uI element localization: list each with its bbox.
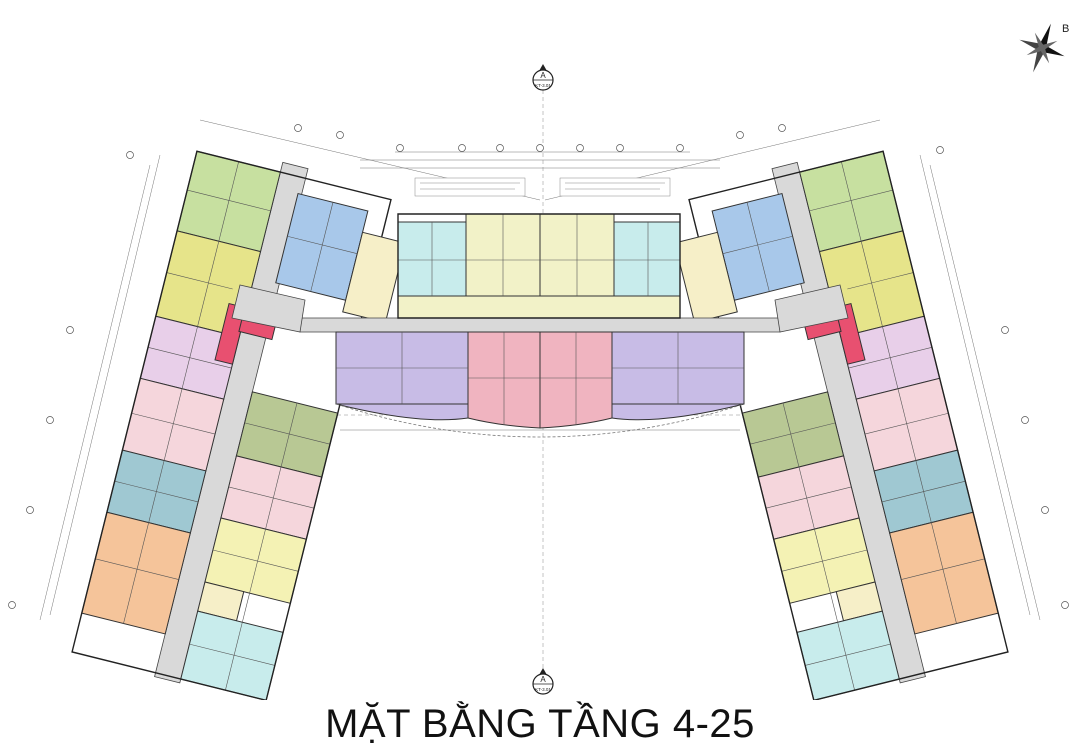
floor-plan-drawing: A KT-3.01 A KT-3.01 B [8, 23, 1069, 702]
section-marker-sheet-top: KT-3.01 [535, 83, 551, 88]
section-marker-letter-bottom: A [540, 675, 546, 684]
right-wing [688, 150, 1009, 702]
center-corridor [299, 317, 781, 333]
plan-title: MẶT BẰNG TẦNG 4-25 [325, 702, 755, 746]
section-marker-bottom: A KT-3.01 [532, 668, 554, 695]
north-arrow-icon [1019, 23, 1065, 73]
stair-right-north [674, 231, 738, 324]
center-block [231, 177, 849, 438]
section-marker-letter-top: A [540, 71, 546, 80]
apartment-cyan-left-south [180, 610, 284, 701]
apartment-cyan-north-right [613, 221, 681, 297]
stair-left-north [342, 231, 406, 324]
grid-bubbles [8, 124, 1069, 609]
section-marker-sheet-bottom: KT-3.01 [535, 687, 551, 692]
apartment-cyan-right-south [796, 610, 900, 701]
compass-north-letter: B [1062, 23, 1069, 35]
section-marker-top: A KT-3.01 [532, 64, 554, 91]
